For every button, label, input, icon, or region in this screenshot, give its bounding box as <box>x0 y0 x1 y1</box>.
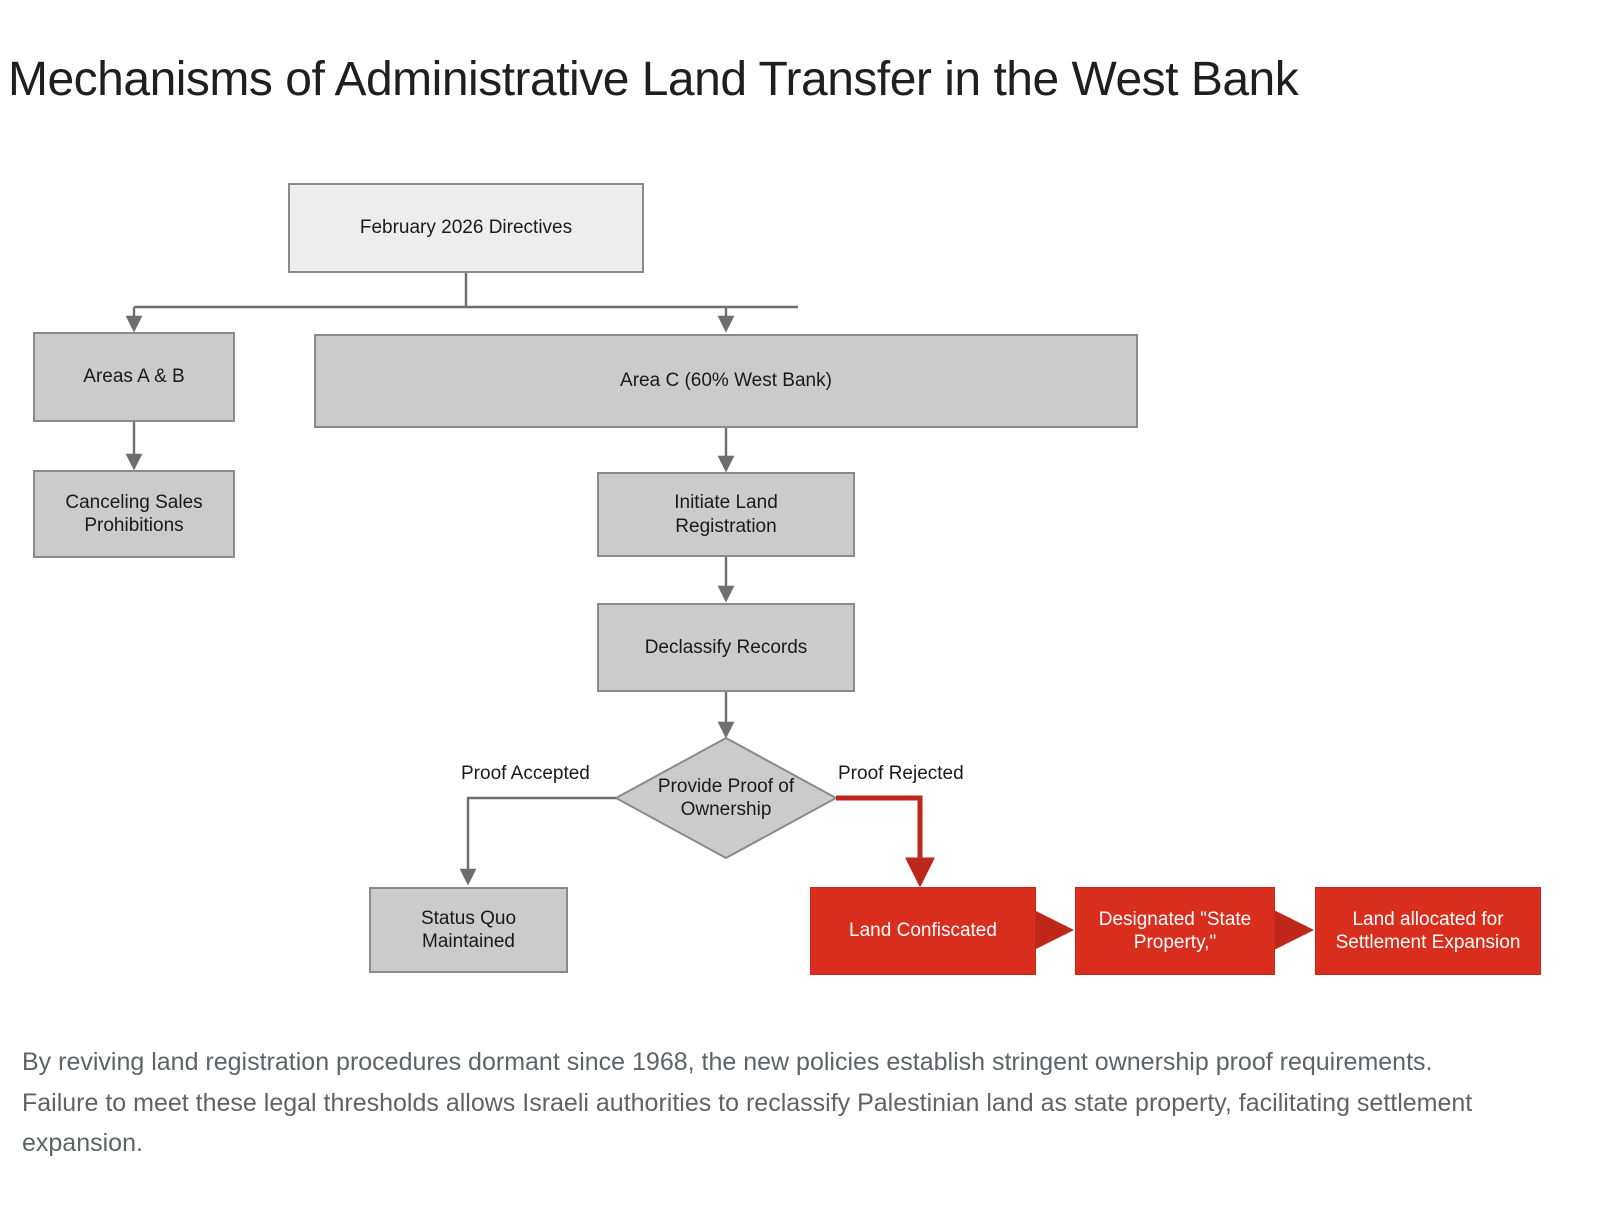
page-title: Mechanisms of Administrative Land Transf… <box>8 53 1299 106</box>
decision-proof-of-ownership <box>613 736 839 860</box>
diagram-caption: By reviving land registration procedures… <box>22 1048 1473 1157</box>
flowchart-diagram: February 2026 Directives Areas A & B Are… <box>0 150 1600 1030</box>
node-label: Area C (60% West Bank) <box>620 370 832 392</box>
node-label: February 2026 Directives <box>359 217 573 239</box>
node-declassify-records[interactable]: Declassify Records <box>597 603 855 692</box>
edge-proof-accepted <box>459 796 616 886</box>
node-february-2026-directives[interactable]: February 2026 Directives <box>288 183 644 273</box>
node-label: Declassify Records <box>644 636 808 658</box>
node-label: Land Confiscated <box>849 920 997 942</box>
flowchart-connectors <box>125 273 1315 957</box>
node-label: Areas A & B <box>83 366 185 388</box>
edge-label-proof-rejected: Proof Rejected <box>838 763 964 784</box>
edge-label-proof-accepted: Proof Accepted <box>461 763 590 784</box>
node-areas-a-and-b[interactable]: Areas A & B <box>33 332 235 422</box>
edge-proof-rejected <box>836 795 935 888</box>
node-area-c[interactable]: Area C (60% West Bank) <box>314 334 1138 428</box>
node-land-confiscated[interactable]: Land Confiscated <box>810 887 1036 975</box>
